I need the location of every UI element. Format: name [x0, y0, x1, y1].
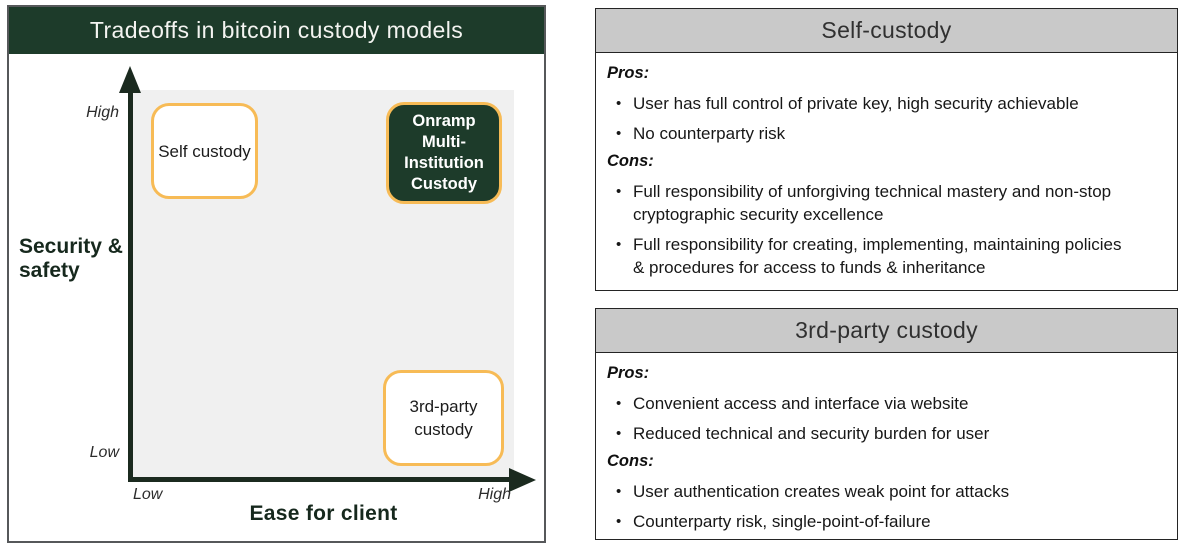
list-item: Convenient access and interface via webs… — [607, 392, 1165, 415]
x-axis-line — [128, 477, 511, 482]
list-item: Full responsibility of unforgiving techn… — [607, 180, 1165, 226]
self-custody-panel: Self-custody Pros: User has full control… — [595, 8, 1178, 291]
y-axis-line — [128, 76, 133, 482]
panel-title: 3rd-party custody — [795, 317, 978, 343]
cons-list: User authentication creates weak point f… — [607, 480, 1165, 533]
x-axis-label: Ease for client — [249, 502, 398, 525]
third-party-custody-panel: 3rd-party custody Pros: Convenient acces… — [595, 308, 1178, 540]
list-item: User has full control of private key, hi… — [607, 92, 1165, 115]
pros-list: User has full control of private key, hi… — [607, 92, 1165, 145]
x-axis-tick-low: Low — [133, 486, 163, 503]
cons-label: Cons: — [607, 452, 654, 470]
chart-title-bar: Tradeoffs in bitcoin custody models — [9, 7, 544, 54]
third-party-custody-panel-header: 3rd-party custody — [596, 309, 1177, 353]
y-axis-tick-high: High — [86, 104, 119, 121]
self-custody-panel-header: Self-custody — [596, 9, 1177, 53]
cons-list: Full responsibility of unforgiving techn… — [607, 180, 1165, 279]
y-axis-arrowhead-icon — [119, 66, 141, 93]
list-item: No counterparty risk — [607, 122, 1165, 145]
x-axis-arrowhead-icon — [509, 467, 536, 492]
chart-box-label: 3rd-party custody — [409, 397, 478, 439]
self-custody-panel-body: Pros: User has full control of private k… — [596, 53, 1177, 279]
y-axis-tick-low: Low — [89, 444, 119, 461]
list-item: User authentication creates weak point f… — [607, 480, 1165, 503]
cons-label: Cons: — [607, 152, 654, 170]
chart-box-label: Self custody — [158, 141, 251, 161]
chart-box-third-party-custody: 3rd-party custody — [383, 370, 504, 466]
chart-title: Tradeoffs in bitcoin custody models — [89, 17, 464, 43]
pros-label: Pros: — [607, 64, 650, 82]
list-item: Counterparty risk, single-point-of-failu… — [607, 510, 1165, 533]
panel-title: Self-custody — [821, 17, 952, 43]
chart-box-label: Onramp Multi-Institution Custody — [404, 112, 484, 193]
chart-box-self-custody: Self custody — [151, 103, 258, 199]
chart-panel: Tradeoffs in bitcoin custody models High… — [7, 5, 546, 543]
y-axis-label: Security & safety — [19, 235, 123, 282]
list-item: Reduced technical and security burden fo… — [607, 422, 1165, 445]
chart-box-onramp-custody: Onramp Multi-Institution Custody — [386, 102, 502, 204]
quadrant-chart: High Low Low High Security & safety Ease… — [9, 54, 544, 541]
pros-list: Convenient access and interface via webs… — [607, 392, 1165, 445]
pros-label: Pros: — [607, 364, 650, 382]
x-axis-tick-high: High — [478, 486, 511, 503]
third-party-custody-panel-body: Pros: Convenient access and interface vi… — [596, 353, 1177, 533]
list-item: Full responsibility for creating, implem… — [607, 233, 1165, 279]
